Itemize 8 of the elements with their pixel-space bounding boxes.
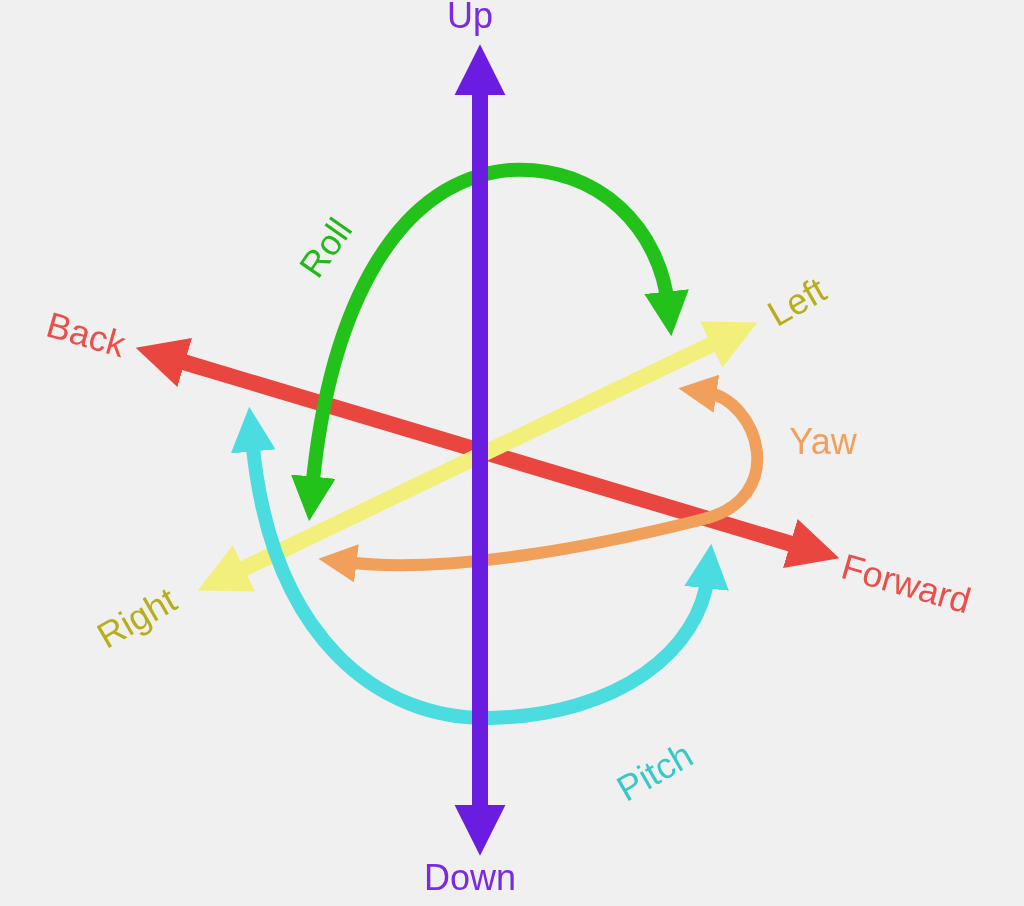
axis-label: Yaw xyxy=(789,424,857,460)
axis-label: Back xyxy=(42,306,130,364)
axis-label: Right xyxy=(91,581,183,655)
axis-label: Pitch xyxy=(611,736,699,808)
axis-label: Forward xyxy=(837,548,975,620)
axis-label: Down xyxy=(424,860,516,896)
axis-label: Up xyxy=(447,0,493,34)
axis-label: Left xyxy=(762,271,832,333)
